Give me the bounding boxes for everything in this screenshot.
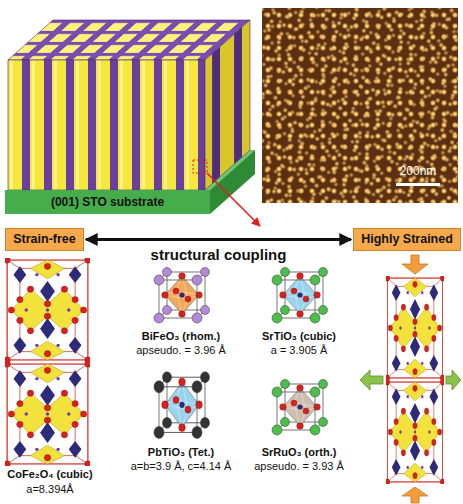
- compress-arrow: [402, 255, 428, 503]
- afm-image: [262, 8, 458, 203]
- lattice-value: a=8.394Å: [26, 483, 73, 496]
- zoom-arrow: [207, 173, 260, 226]
- double-arrow: [86, 238, 351, 241]
- node-text: Strain-free: [13, 232, 76, 247]
- perovskite-cell: [154, 372, 210, 439]
- node-text: (001) STO substrate: [51, 195, 164, 209]
- crystal-name: SrTiO₃ (cubic): [262, 330, 336, 343]
- node-text: Highly Strained: [361, 232, 453, 247]
- strained-crystal: [360, 255, 461, 503]
- spinel-cell: [385, 379, 444, 485]
- spinel-cell: [4, 257, 91, 363]
- scale-label: 200nm: [400, 164, 437, 178]
- edge-label: structural coupling: [148, 246, 290, 264]
- afm-dots: [262, 8, 458, 203]
- perovskite-cell: [272, 380, 328, 436]
- afm-ground: [262, 8, 458, 203]
- spinel-crystal: [4, 257, 91, 467]
- film-side: [205, 20, 250, 190]
- film-front: [8, 60, 205, 190]
- spinel-cell: [4, 361, 91, 467]
- crystal-name: SrRuO₃ (orth.): [262, 446, 337, 459]
- scale-bar: [396, 183, 440, 186]
- crystal-name: PbTiO₃ (Tet.): [148, 446, 214, 459]
- zoom-square: [193, 160, 207, 173]
- substrate-slab: (001) STO substrate: [5, 190, 210, 214]
- afm-dots: [262, 8, 458, 203]
- spinel-cell: [385, 275, 444, 381]
- nanopillar-array: [8, 20, 260, 226]
- perovskite-cells: [154, 268, 328, 439]
- crystal-name: BiFeO₃ (rhom.): [142, 330, 220, 343]
- state-tag: Highly Strained: [353, 228, 461, 251]
- perovskite-cell: [272, 268, 328, 324]
- stretch-arrow: [360, 370, 461, 390]
- lattice-value: a = 3.905 Å: [271, 344, 328, 357]
- perovskite-cell: [154, 268, 210, 324]
- lattice-value: apseudo. = 3.93 Å: [254, 460, 344, 473]
- state-tag: Strain-free: [5, 228, 84, 251]
- afm-dots: [262, 8, 458, 203]
- crystal-name: CoFe₂O₄ (cubic): [7, 468, 92, 481]
- lattice-value: a=b=3.9 Å, c=4.14 Å: [131, 460, 232, 473]
- lattice-value: apseudo. = 3.96 Å: [136, 344, 226, 357]
